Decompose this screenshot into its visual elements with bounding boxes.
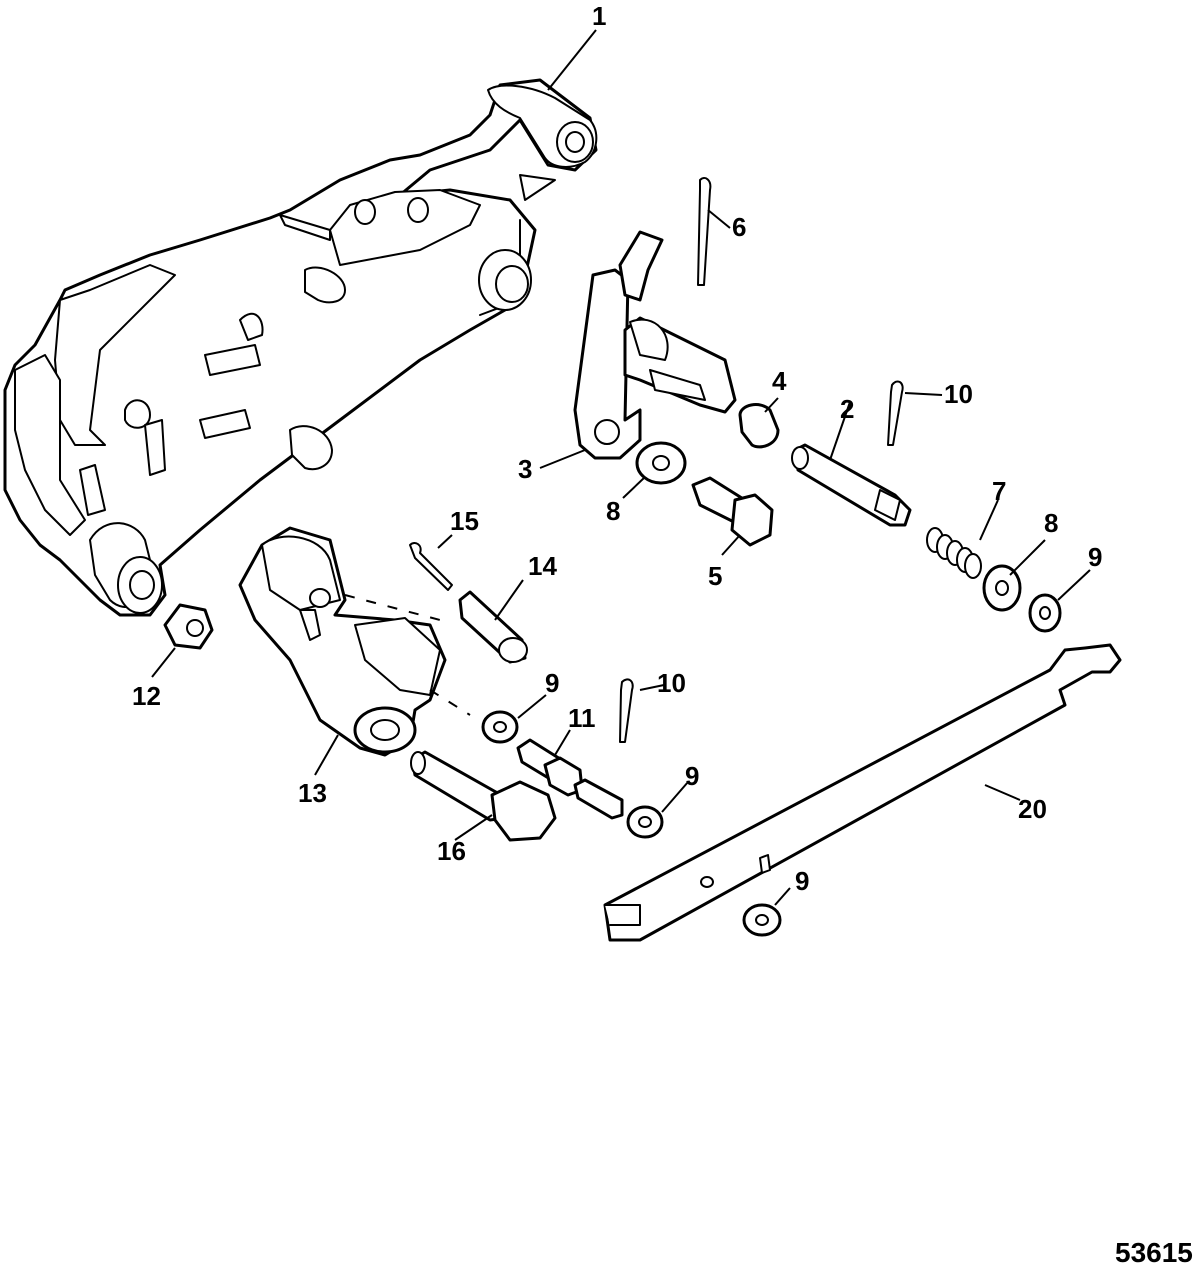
callout-11: 11 [568, 703, 596, 733]
callout-8-upper: 8 [606, 496, 620, 526]
part-10-cotter-pin-lower [619, 678, 634, 743]
part-15-cotter-pin [409, 542, 453, 591]
part-13-lever-body [238, 526, 447, 757]
callout-15: 15 [450, 506, 479, 536]
part-9-washer-lower [626, 805, 664, 839]
part-10-cotter-pin-upper [887, 380, 904, 446]
part-11-stud [516, 738, 624, 820]
callout-labels: 1 6 4 2 10 3 8 5 7 8 9 15 14 12 10 9 11 … [132, 1, 1102, 896]
callout-16: 16 [437, 836, 466, 866]
callout-13: 13 [298, 778, 327, 808]
part-7-spring [926, 527, 982, 579]
callout-12: 12 [132, 681, 161, 711]
part-16-bolt [410, 750, 557, 842]
part-8-washer-upper [635, 441, 687, 485]
part-14-clevis-pin [458, 590, 528, 664]
callout-8-lower: 8 [1044, 508, 1058, 538]
callout-10-upper: 10 [944, 379, 973, 409]
callout-3: 3 [518, 454, 532, 484]
part-9-washer-mid [481, 710, 519, 744]
callout-9-lower: 9 [685, 761, 699, 791]
part-2-shaft [791, 443, 912, 527]
part-6-cotter-pin [697, 177, 712, 286]
figure-number: 53615 [1115, 1237, 1193, 1268]
part-12-nut [163, 603, 214, 650]
part-20-shift-rod [603, 643, 1122, 942]
callout-10-lower: 10 [657, 668, 686, 698]
callout-4: 4 [772, 366, 787, 396]
callout-5: 5 [708, 561, 722, 591]
part-3-shift-lever [573, 230, 737, 460]
callout-2: 2 [840, 394, 854, 424]
callout-9-mid: 9 [545, 668, 559, 698]
part-9-washer-right [1028, 593, 1062, 633]
alignment-lines [344, 594, 471, 716]
callout-20: 20 [1018, 794, 1047, 824]
part-8-washer-lower [982, 564, 1022, 612]
part-4-bushing [738, 403, 780, 449]
part-9-washer-bottom [742, 903, 782, 937]
part-5-bolt [691, 476, 774, 547]
part-1-bracket-plate [3, 78, 598, 617]
callout-6: 6 [732, 212, 746, 242]
callout-14: 14 [528, 551, 557, 581]
callout-9-bottom: 9 [795, 866, 809, 896]
callout-1: 1 [592, 1, 606, 31]
callout-9-right: 9 [1088, 542, 1102, 572]
leader-lines [151, 29, 1091, 906]
callout-7: 7 [992, 476, 1006, 506]
